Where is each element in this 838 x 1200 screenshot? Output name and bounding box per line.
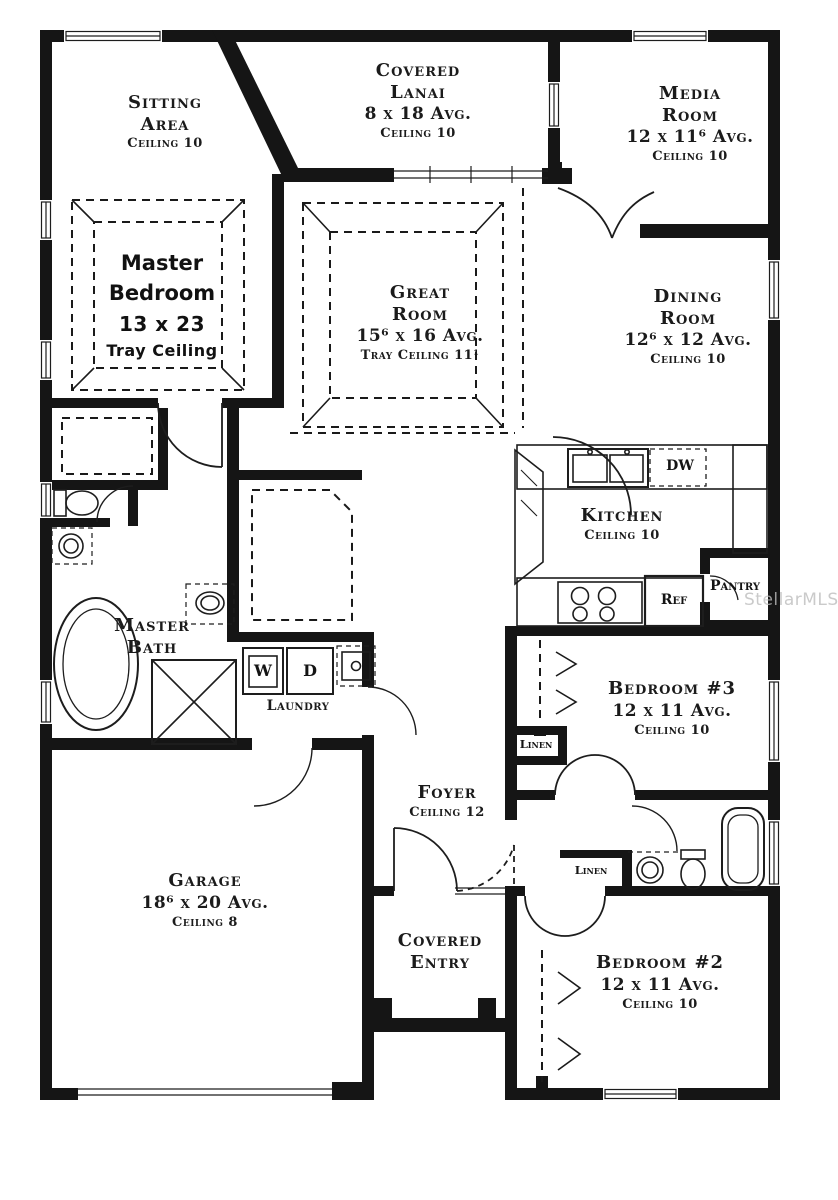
room-label-garage: Garage 18⁶ x 20 Avg. Ceiling 8 <box>142 870 269 931</box>
dishwasher-label: DW <box>666 458 694 474</box>
room-label-covered-lanai: Covered Lanai 8 x 18 Avg. Ceiling 10 <box>365 60 472 143</box>
room-label-master-bath: Master Bath <box>114 615 190 658</box>
room-ceiling: Ceiling 10 <box>634 722 710 738</box>
room-name: Covered <box>397 930 483 951</box>
room-label-media-room: Media Room 12 x 11⁶ Avg. Ceiling 10 <box>627 83 754 166</box>
room-label-covered-entry: Covered Entry <box>398 930 482 973</box>
dryer-label: D <box>303 661 317 680</box>
room-dimensions: 8 x 18 Avg. <box>364 104 472 125</box>
room-ceiling: Ceiling 10 <box>380 126 456 142</box>
room-ceiling: Ceiling 10 <box>127 136 203 152</box>
room-ceiling: Ceiling 12 <box>409 804 485 820</box>
linen-closet-label-bath: Linen <box>574 863 608 877</box>
room-label-master-bedroom: Master Bedroom 13 x 23 Tray Ceiling <box>106 248 217 363</box>
stellar-mls-watermark: StellarMLS <box>744 590 838 610</box>
room-dimensions: 18⁶ x 20 Avg. <box>141 892 269 913</box>
room-label-great-room: Great Room 15⁶ x 16 Avg. Tray Ceiling 11… <box>357 282 484 365</box>
room-name: Bedroom #3 <box>607 678 737 699</box>
room-name: Bedroom <box>108 281 216 306</box>
room-label-kitchen: Kitchen Ceiling 10 <box>581 505 664 544</box>
room-ceiling: Tray Ceiling <box>106 340 218 360</box>
room-name: Covered <box>375 60 461 81</box>
windows <box>40 30 780 1100</box>
room-name: Room <box>660 307 716 329</box>
room-name: Lanai <box>390 81 446 103</box>
room-label-bedroom-3: Bedroom #3 12 x 11 Avg. Ceiling 10 <box>608 678 736 739</box>
tray-ceiling-corners <box>71 199 582 1071</box>
room-name: Dining <box>653 286 723 307</box>
kitchen-fixtures <box>514 444 768 628</box>
room-ceiling: Ceiling 10 <box>652 149 728 165</box>
pantry-label: Pantry <box>709 578 761 594</box>
room-ceiling: Ceiling 10 <box>650 352 726 368</box>
room-ceiling: Tray Ceiling 11¹ <box>360 348 480 364</box>
room-name: Kitchen <box>580 505 664 526</box>
room-dimensions: 15⁶ x 16 Avg. <box>356 326 484 347</box>
room-label-dining-room: Dining Room 12⁶ x 12 Avg. Ceiling 10 <box>625 286 752 369</box>
room-name: Media <box>658 83 722 104</box>
room-name: Laundry <box>266 698 330 714</box>
room-name: Room <box>392 303 448 325</box>
room-name: Great <box>389 282 451 303</box>
room-name: Foyer <box>417 782 477 803</box>
room-dimensions: 12 x 11 Avg. <box>612 700 732 721</box>
room-dimensions: 12 x 11 Avg. <box>600 974 720 995</box>
room-name: Master <box>114 615 190 636</box>
room-ceiling: Ceiling 8 <box>172 914 238 930</box>
refrigerator-label: Ref <box>660 592 688 608</box>
room-name: Bedroom #2 <box>595 952 725 973</box>
washer-label: W <box>254 661 272 680</box>
walls <box>40 30 780 1100</box>
room-dimensions: 13 x 23 <box>119 311 205 336</box>
room-label-bedroom-2: Bedroom #2 12 x 11 Avg. Ceiling 10 <box>596 952 724 1013</box>
room-name: Garage <box>168 870 242 891</box>
room-name: Master <box>120 251 204 275</box>
bath-fixtures <box>51 489 765 891</box>
tray-ceiling-outlines <box>61 188 543 1082</box>
room-name: Room <box>662 104 718 126</box>
room-name: Sitting <box>127 92 203 113</box>
room-label-foyer: Foyer Ceiling 12 <box>409 782 484 821</box>
room-ceiling: Ceiling 10 <box>622 996 698 1012</box>
room-label-laundry: Laundry <box>267 697 330 716</box>
doors <box>96 187 678 937</box>
room-name: Area <box>140 113 190 135</box>
room-ceiling: Ceiling 10 <box>584 527 660 543</box>
room-dimensions: 12 x 11⁶ Avg. <box>626 127 754 148</box>
room-name: Entry <box>410 951 470 973</box>
linen-closet-label-hall: Linen <box>519 737 553 751</box>
room-name: Bath <box>126 636 178 658</box>
room-label-sitting-area: Sitting Area Ceiling 10 <box>127 92 202 153</box>
room-dimensions: 12⁶ x 12 Avg. <box>624 330 752 351</box>
